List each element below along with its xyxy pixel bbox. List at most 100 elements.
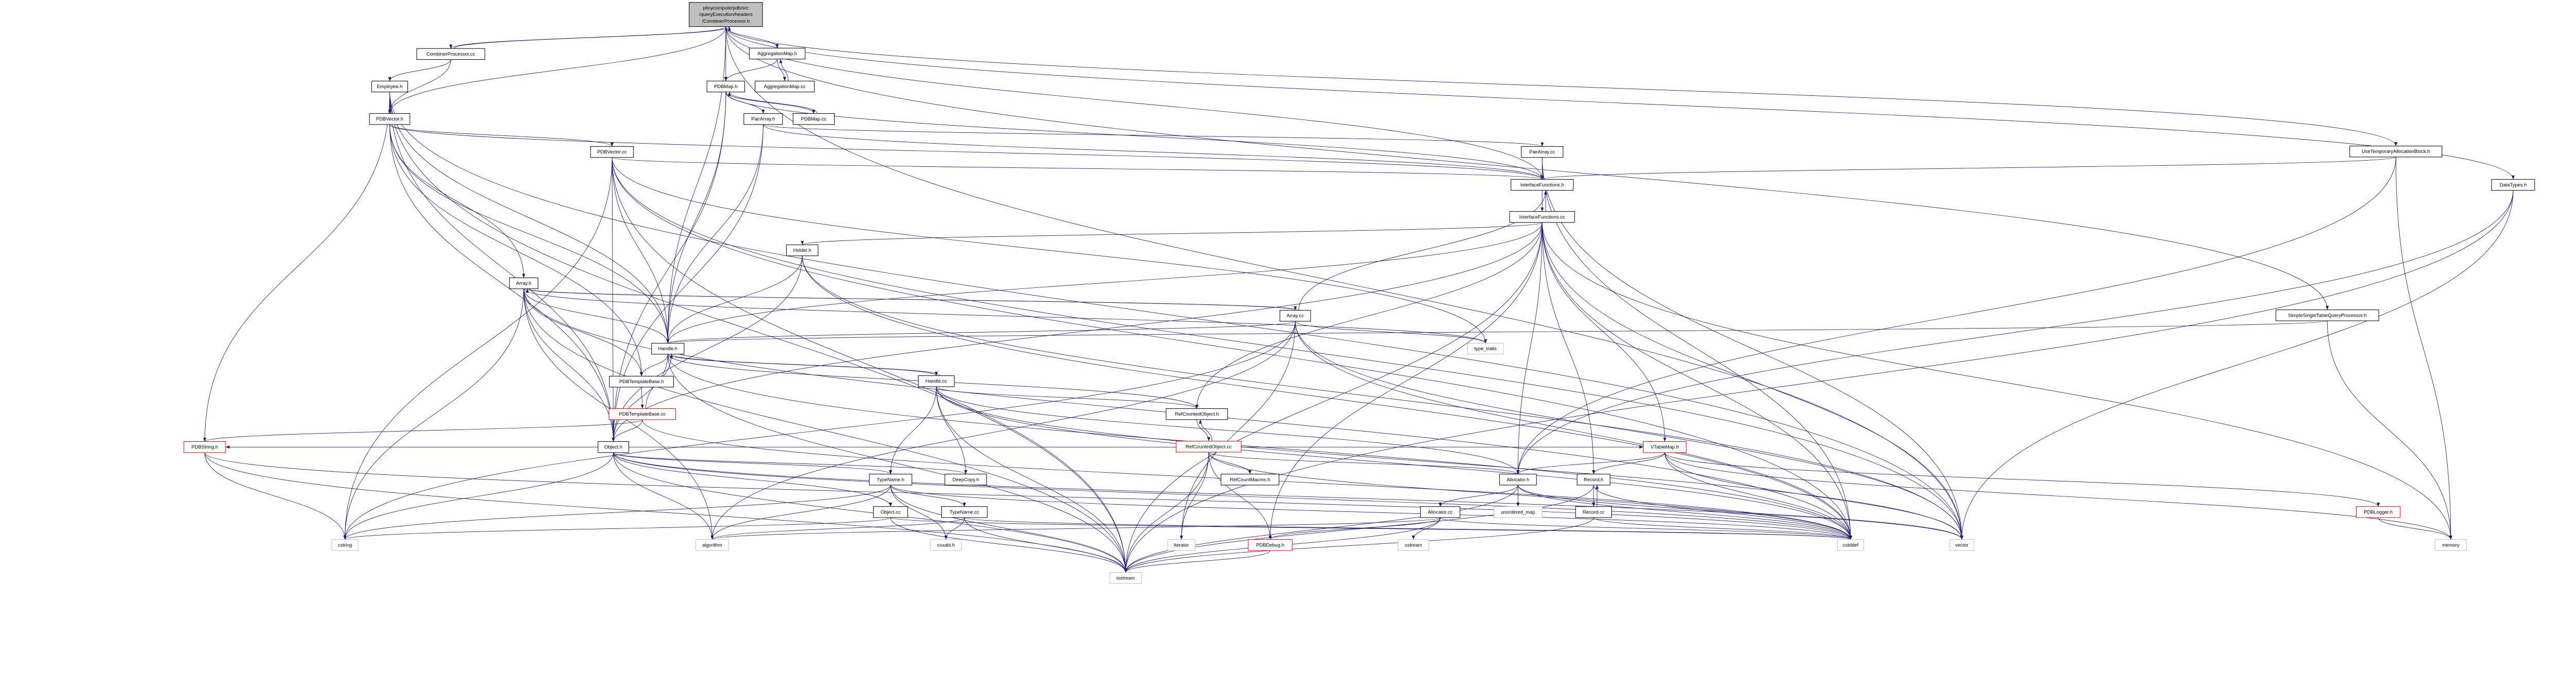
- node-cstring[interactable]: cstring: [331, 539, 359, 551]
- edge-array_h-to-pdbtemplatebase_h: [523, 288, 643, 376]
- node-type-traits[interactable]: type_traits: [1467, 342, 1504, 355]
- edge-layer: [203, 26, 2515, 573]
- node-array-h[interactable]: Array.h: [509, 277, 538, 289]
- node-pdbdebug-h[interactable]: PDBDebug.h: [1248, 539, 1293, 551]
- node-refcountmacros-h[interactable]: RefCountMacros.h: [1221, 474, 1280, 486]
- node-simplesingletablequeryprocessor-h[interactable]: SimpleSingleTableQueryProcessor.h: [2276, 309, 2379, 321]
- edge-holder_h-to-handle_h: [666, 255, 803, 343]
- edge-interfacefunctions_cc-to-allocator_h: [1516, 222, 1543, 474]
- node-pairarray-h[interactable]: PairArray.h: [743, 113, 783, 125]
- node-record-h[interactable]: Record.h: [1577, 474, 1611, 486]
- edge-pairarray_h-to-object_h: [612, 124, 764, 442]
- edge-interfacefunctions_cc-to-handle_h: [666, 222, 1543, 343]
- node-root[interactable]: plinycompute/pdb/src/queryExecution/head…: [689, 2, 763, 27]
- node-label: SimpleSingleTableQueryProcessor.h: [2288, 313, 2366, 318]
- edge-allocator_cc-to-sstream: [1412, 517, 1440, 540]
- node-object-cc[interactable]: Object.cc: [873, 506, 908, 518]
- node-pairarray-cc[interactable]: PairArray.cc: [1521, 146, 1564, 158]
- node-label: RefCountedObject.h: [1175, 411, 1219, 417]
- node-box: [2276, 309, 2379, 321]
- edge-combinerprocessor_cc-to-employee_h: [388, 59, 451, 81]
- node-handle-cc[interactable]: Handle.cc: [918, 375, 955, 387]
- node-interfacefunctions-cc[interactable]: InterfaceFunctions.cc: [1509, 211, 1575, 223]
- edge-object_h-to-object_cc: [613, 452, 892, 507]
- node-object-h[interactable]: Object.h: [598, 441, 629, 453]
- node-label: CombinerProcessor.cc: [427, 51, 476, 57]
- node-combinerprocessor-cc[interactable]: CombinerProcessor.cc: [416, 48, 485, 60]
- node-pdbvector-cc[interactable]: PDBVector.cc: [590, 146, 634, 158]
- node-pdbtemplatebase-cc[interactable]: PDBTemplateBase.cc: [608, 408, 676, 420]
- node-vtablemap-h[interactable]: VTableMap.h: [1642, 441, 1687, 453]
- node-usetemporaryallocationblock-h[interactable]: UseTemporaryAllocationBlock.h: [2349, 146, 2443, 158]
- edge-employee_h-to-handle_h: [389, 92, 670, 343]
- node-aggregationmap-h[interactable]: AggregationMap.h: [749, 47, 806, 60]
- edge-vtablemap_h-to-pdblogger_h: [1664, 452, 2380, 507]
- node-refcountedobject-h[interactable]: RefCountedObject.h: [1165, 408, 1228, 420]
- node-pdbtemplatebase-h[interactable]: PDBTemplateBase.h: [609, 375, 674, 388]
- node-algorithm[interactable]: algorithm: [695, 539, 729, 551]
- edge-array_h-to-iostream: [523, 288, 1127, 573]
- node-cstddef[interactable]: cstddef: [1837, 539, 1865, 551]
- edge-simplesingletablequeryprocessor_h-to-handle_h: [667, 320, 2328, 343]
- node-iterator[interactable]: iterator: [1167, 539, 1196, 551]
- node-handle-h[interactable]: Handle.h: [651, 342, 685, 355]
- node-label: PDBDebug.h: [1256, 542, 1284, 547]
- edge-pdbvector_cc-to-iostream: [612, 157, 1127, 573]
- node-iostream[interactable]: iostream: [1109, 572, 1142, 584]
- node-label: PairArray.h: [751, 116, 775, 122]
- node-interfacefunctions-h[interactable]: InterfaceFunctions.h: [1511, 179, 1574, 191]
- node-typename-cc[interactable]: TypeName.cc: [941, 506, 988, 518]
- edge-object_cc-to-cstring: [343, 517, 891, 540]
- edge-array_h-to-object_h: [523, 288, 615, 442]
- edge-aggregationmap_h-to-pdbmap_h: [724, 59, 778, 81]
- edge-root-to-datatypes_h: [725, 26, 2515, 180]
- edge-pdbvector_h-to-array_h: [389, 124, 526, 278]
- node-pdbmap-cc[interactable]: PDBMap.cc: [792, 113, 835, 125]
- node-pdbvector-h[interactable]: PDBVector.h: [369, 113, 411, 125]
- node-holder-h[interactable]: Holder.h: [786, 244, 819, 256]
- node-vector[interactable]: vector: [1949, 539, 1974, 551]
- node-box: [598, 441, 629, 453]
- node-label: Array.cc: [1286, 313, 1304, 318]
- node-employee-h[interactable]: Employee.h: [371, 80, 408, 93]
- node-box: [509, 277, 538, 289]
- edge-pdbmap_h-to-interfacefunctions_h: [725, 92, 1544, 180]
- node-label: PDBVector.cc: [597, 149, 627, 154]
- node-label: memory: [2442, 542, 2460, 547]
- node-array-cc[interactable]: Array.cc: [1279, 309, 1311, 322]
- node-deepcopy-h[interactable]: DeepCopy.h: [944, 474, 987, 486]
- node-pdbmap-h[interactable]: PDBMap.h: [706, 80, 745, 93]
- edge-refcountedobject_h-to-refcountedobject_cc: [1196, 419, 1211, 441]
- edge-pdbvector_cc-to-handle_h: [612, 157, 670, 343]
- node-allocator-h[interactable]: Allocator.h: [1499, 474, 1537, 486]
- node-box: [369, 113, 411, 125]
- node-allocator-cc[interactable]: Allocator.cc: [1420, 506, 1461, 518]
- edge-allocator_h-to-iostream: [1124, 485, 1518, 573]
- edge-object_h-to-vector: [613, 452, 1963, 540]
- edge-interfacefunctions_cc-to-cstddef: [1541, 222, 1853, 540]
- node-refcountedobject-cc[interactable]: RefCountedObject.cc: [1176, 441, 1242, 453]
- node-pdblogger-h[interactable]: PDBLogger.h: [2356, 506, 2401, 518]
- edge-allocator_cc-to-cstddef: [1440, 517, 1852, 540]
- node-box: [1837, 539, 1865, 551]
- node-typename-h[interactable]: TypeName.h: [869, 474, 912, 486]
- edge-interfacefunctions_cc-to-vtablemap_h: [1541, 222, 1667, 442]
- edge-usetemporaryallocationblock_h-to-allocator_h: [1516, 157, 2396, 474]
- node-record-cc[interactable]: Record.cc: [1575, 506, 1612, 518]
- node-label: VTableMap.h: [1651, 444, 1679, 450]
- node-box: [755, 80, 815, 93]
- node-box: [183, 441, 226, 453]
- node-sstream[interactable]: sstream: [1398, 539, 1429, 551]
- edge-datatypes_h-to-vector: [1960, 190, 2514, 540]
- edge-allocator_h-to-cstddef: [1518, 485, 1852, 540]
- node-label: PDBLogger.h: [2364, 509, 2393, 514]
- node-label: PDBTemplateBase.h: [619, 379, 664, 384]
- node-pdbstring-h[interactable]: PDBString.h: [183, 441, 226, 453]
- node-label: Holder.h: [793, 248, 811, 253]
- edge-usetemporaryallocationblock_h-to-interfacefunctions_h: [1540, 157, 2396, 180]
- node-memory[interactable]: memory: [2434, 539, 2467, 551]
- node-unordered-map[interactable]: unordered_map: [1494, 506, 1543, 518]
- node-aggregationmap-cc[interactable]: AggregationMap.cc: [755, 80, 815, 93]
- node-datatypes-h[interactable]: DataTypes.h: [2491, 179, 2535, 191]
- node-cxxabi-h[interactable]: cxxabi.h: [930, 539, 962, 551]
